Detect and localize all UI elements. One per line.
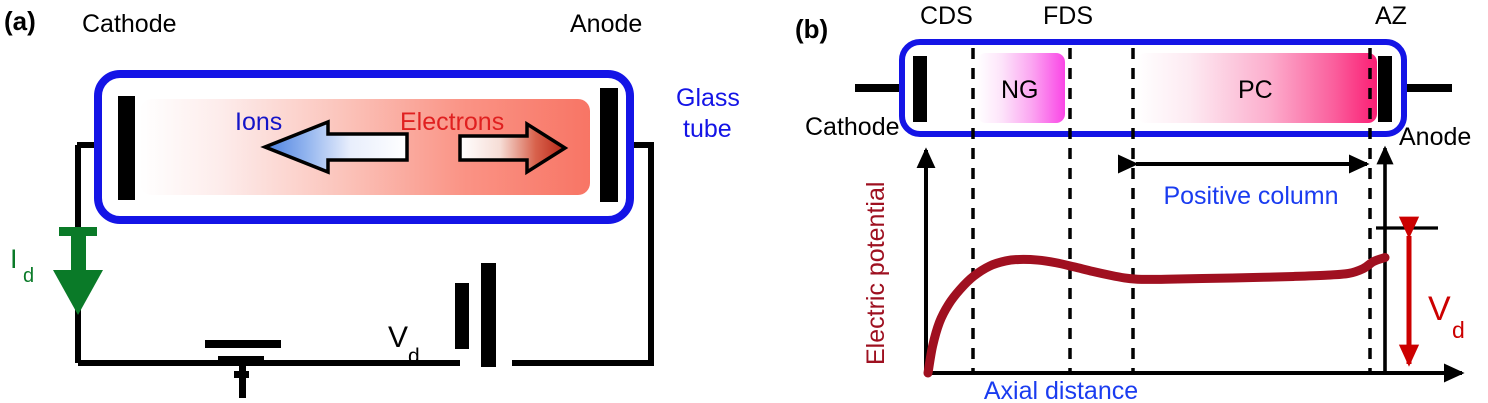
anode-label-a: Anode <box>570 10 642 38</box>
electrons-arrow <box>458 120 569 176</box>
discharge-voltage-label-a: V <box>388 321 408 354</box>
region-label-az: AZ <box>1375 2 1407 30</box>
region-label-fds: FDS <box>1043 2 1093 30</box>
cathode-electrode-b <box>913 56 927 122</box>
positive-column-region <box>1137 53 1377 123</box>
panel-b-label: (b) <box>795 14 828 44</box>
anode-electrode-b <box>1378 56 1392 122</box>
ions-arrow <box>260 119 409 175</box>
ground-symbol <box>205 340 281 398</box>
region-boundary-lines <box>971 48 1372 373</box>
panel-b: (b) CDS FDS AZ NG PC <box>795 2 1471 403</box>
negative-glow-region <box>977 53 1065 123</box>
discharge-current-label: I <box>10 244 18 274</box>
y-axis-title: Electric potential <box>862 182 890 365</box>
discharge-voltage-subscript-b: d <box>1452 317 1465 343</box>
negative-glow-label: NG <box>1001 76 1039 104</box>
positive-column-label: Positive column <box>1163 182 1338 210</box>
x-axis-title: Axial distance <box>984 377 1138 403</box>
electrons-label: Electrons <box>400 108 504 136</box>
cathode-label-b: Cathode <box>805 113 900 141</box>
panel-a-label: (a) <box>4 6 36 36</box>
glass-tube-label-line2: tube <box>683 115 732 143</box>
anode-label-b: Anode <box>1399 123 1471 151</box>
discharge-current-arrow <box>53 227 103 315</box>
plot-axes <box>916 147 1465 383</box>
electric-potential-curve <box>923 253 1390 378</box>
discharge-voltage-subscript-a: d <box>408 345 420 368</box>
positive-column-glow-label: PC <box>1238 76 1273 104</box>
glass-tube-label-line1: Glass <box>676 84 740 112</box>
ions-label: Ions <box>235 108 282 136</box>
battery-symbol <box>455 263 496 367</box>
cathode-label-a: Cathode <box>82 10 177 38</box>
cathode-electrode-a <box>118 96 135 200</box>
discharge-current-subscript: d <box>23 265 34 287</box>
panel-a: (a) Cathode Anode Ions Electrons <box>4 6 740 398</box>
region-label-cds: CDS <box>920 2 973 30</box>
anode-electrode-a <box>600 88 618 202</box>
discharge-voltage-label-b: V <box>1428 290 1451 328</box>
